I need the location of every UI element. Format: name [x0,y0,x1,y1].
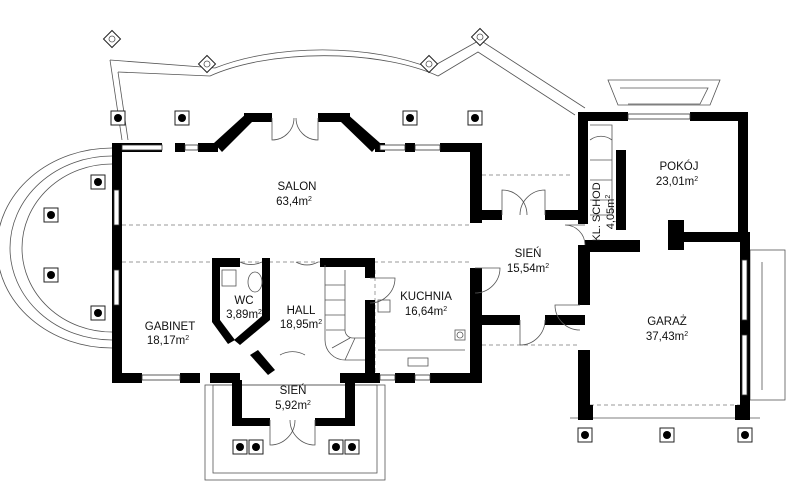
room-area-hall: 18,95m2 [280,319,322,331]
walls [112,112,750,426]
room-name-sien-front: SIEŃ [280,384,307,397]
room-area-salon: 63,4m2 [276,196,312,208]
room-name-salon: SALON [278,181,317,193]
room-name-kl-schod: KL. SCHOD [591,182,603,241]
room-labels: SALON 63,4m2 POKÓJ 23,01m2 KL. SCHOD 4,0… [145,160,699,412]
stairs [324,124,613,361]
room-name-hall: HALL [287,305,316,317]
room-area-wc: 3,89m2 [226,309,262,321]
room-name-pokoj: POKÓJ [660,160,699,173]
room-area-gabinet: 18,17m2 [147,335,189,347]
doors [239,117,586,446]
room-name-garaz: GARAŻ [647,315,687,328]
room-area-sien-mid: 15,54m2 [507,263,549,275]
room-area-sien-front: 5,92m2 [275,400,311,412]
room-name-kuchnia: KUCHNIA [400,291,452,303]
fixtures [221,269,466,367]
terrace-outlines [0,39,786,481]
windows [113,113,748,396]
pillars-top [102,27,490,74]
room-name-gabinet: GABINET [145,321,195,333]
room-name-wc: WC [234,295,253,307]
room-area-garaz: 37,43m2 [646,331,688,343]
room-area-kl-schod: 4,05m2 [605,195,617,230]
columns [43,110,753,455]
room-area-pokoj: 23,01m2 [656,176,698,188]
room-name-sien-mid: SIEŃ [515,247,542,260]
room-area-kuchnia: 16,64m2 [405,306,447,318]
